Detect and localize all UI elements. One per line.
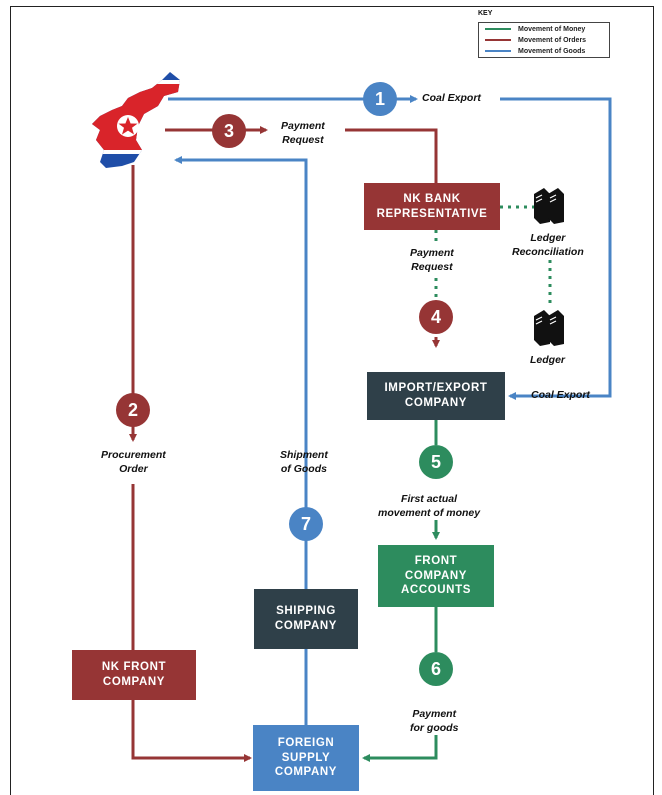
legend-swatch-orders [485,39,511,41]
ledger-reconciliation-label: Ledger Reconciliation [512,232,584,258]
money-payment-line [362,735,438,762]
legend-label: Movement of Orders [518,36,587,44]
step-7-circle: 7 [289,507,323,541]
import-export-company-box: IMPORT/EXPORT COMPANY [367,372,505,420]
payment-request-label-mid: Payment Request [410,247,454,273]
payment-request-label-top: Payment Request [281,120,325,146]
order-to-nk-bank-line [345,128,438,183]
shipment-of-goods-label: Shipment of Goods [280,449,328,475]
first-movement-label: First actual movement of money [378,493,481,519]
step-1-circle: 1 [363,82,397,116]
legend-item-money: Movement of Money [485,24,585,34]
step-4-circle: 4 [419,300,453,334]
ledger-label: Ledger [530,354,566,366]
key-title: KEY [478,10,493,17]
procurement-order-label: Procurement Order [101,449,166,475]
north-korea-map-flag-icon [92,72,180,168]
nk-bank-representative-box: NK BANK REPRESENTATIVE [364,183,500,230]
coal-export-label-right: Coal Export [531,389,590,401]
step-5-circle: 5 [419,445,453,479]
diagram-frame [10,6,654,795]
step-6-circle: 6 [419,652,453,686]
legend-item-goods: Movement of Goods [485,46,585,56]
order-procurement-lower-line [131,484,252,762]
goods-coal-export-return-line [500,97,612,400]
front-company-accounts-box: FRONT COMPANY ACCOUNTS [378,545,494,607]
payment-for-goods-label: Payment for goods [410,708,459,734]
step-3-circle: 3 [212,114,246,148]
ledger-books-icon [534,310,564,346]
legend-swatch-goods [485,50,511,52]
legend: Movement of Money Movement of Orders Mov… [478,22,610,58]
foreign-supply-company-box: FOREIGN SUPPLY COMPANY [253,725,359,791]
legend-item-orders: Movement of Orders [485,35,586,45]
legend-label: Movement of Money [518,25,586,33]
nk-front-company-box: NK FRONT COMPANY [72,650,196,700]
step-2-circle: 2 [116,393,150,427]
legend-label: Movement of Goods [518,47,586,55]
coal-export-label-top: Coal Export [422,92,481,104]
legend-swatch-money [485,28,511,30]
ledger-books-icon [534,188,564,224]
shipping-company-box: SHIPPING COMPANY [254,589,358,649]
